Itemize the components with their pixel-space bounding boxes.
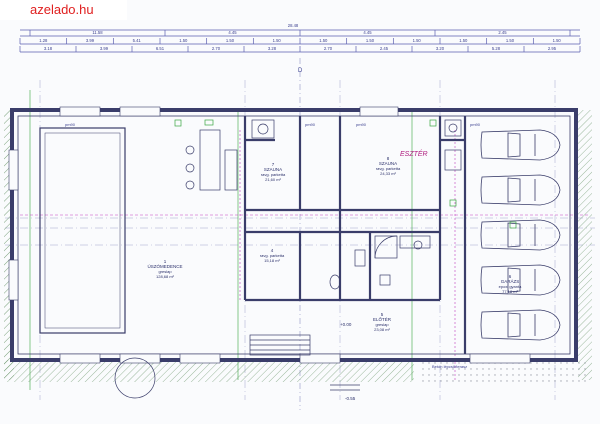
outer-walls bbox=[10, 108, 578, 362]
car-1 bbox=[480, 129, 561, 161]
room-garage-sub: epoxi gyanta bbox=[499, 284, 522, 289]
room-foyer: 5 ELŐTÉR greslap 23,08 m² bbox=[373, 312, 392, 332]
dim-row1-2: 4.45 bbox=[363, 30, 372, 35]
dim-row2-1: 3.99 bbox=[86, 38, 95, 43]
dimension-texts: 28.48 11.58 4.45 4.45 2.45 1.28 3.99 5.41 1.50… bbox=[39, 23, 561, 51]
dim-row3-5: 2.70 bbox=[324, 46, 333, 51]
room-sauna8-area: 24,33 m² bbox=[380, 171, 396, 176]
room-4: 4 ravg. parketta 15,18 m² bbox=[260, 248, 285, 263]
dim-row3-6: 2.45 bbox=[380, 46, 389, 51]
dim-row2-2: 5.41 bbox=[133, 38, 142, 43]
room-4-num: 4 bbox=[271, 248, 274, 253]
dim-row2-8: 1.50 bbox=[413, 38, 422, 43]
interior-walls bbox=[243, 116, 467, 354]
dim-row3-9: 2.95 bbox=[548, 46, 557, 51]
room-pool-sub: greslap bbox=[158, 269, 172, 274]
hatch-left bbox=[4, 110, 14, 380]
room-sauna7-sub: ravg. parketta bbox=[261, 172, 286, 177]
watermark: azelado.hu bbox=[0, 0, 127, 20]
dim-row2-4: 1.50 bbox=[226, 38, 235, 43]
dim-row2-10: 1.50 bbox=[506, 38, 515, 43]
dim-row2-9: 1.50 bbox=[459, 38, 468, 43]
room-garage-area: 77,18 m² bbox=[502, 289, 518, 294]
dim-row2-11: 1.50 bbox=[553, 38, 562, 43]
room-4-area: 15,18 m² bbox=[264, 258, 280, 263]
room-garage: 6 GARÁZS epoxi gyanta 77,18 m² bbox=[499, 274, 522, 294]
room-foyer-name: ELŐTÉR bbox=[373, 316, 392, 322]
hatch-right bbox=[578, 110, 592, 380]
dim-row3-4: 3.28 bbox=[268, 46, 277, 51]
bottom-note: Beton lépcső/terasz bbox=[432, 364, 467, 369]
room-sauna8-sub: ravg. parketta bbox=[376, 166, 401, 171]
dim-overall: 28.48 bbox=[288, 23, 299, 28]
level-outside: -0.55 bbox=[345, 396, 356, 401]
door-tag-pool: pm90 bbox=[65, 122, 76, 127]
dim-row3-3: 2.70 bbox=[212, 46, 221, 51]
dim-row1-0: 11.58 bbox=[92, 30, 103, 35]
room-sauna7-name: SZAUNA bbox=[264, 167, 282, 172]
room-4-sub: ravg. parketta bbox=[260, 253, 285, 258]
dim-row3-1: 3.99 bbox=[100, 46, 109, 51]
dim-row2-6: 1.50 bbox=[319, 38, 328, 43]
room-sauna8-num: 8 bbox=[387, 156, 390, 161]
room-foyer-sub: greslap bbox=[375, 322, 389, 327]
fixtures bbox=[185, 119, 462, 290]
room-sauna-7: 7 SZAUNA ravg. parketta 21,60 m² bbox=[261, 162, 286, 182]
pool bbox=[39, 127, 126, 334]
dim-row3-8: 5.28 bbox=[492, 46, 501, 51]
dim-row3-0: 3.18 bbox=[44, 46, 53, 51]
room-pool-area: 128,68 m² bbox=[156, 274, 175, 279]
car-3 bbox=[480, 219, 561, 251]
entrance-steps bbox=[114, 334, 360, 399]
dim-row2-5: 1.50 bbox=[273, 38, 282, 43]
room-sauna7-area: 21,60 m² bbox=[265, 177, 281, 182]
dim-row1-3: 2.45 bbox=[498, 30, 507, 35]
car-5 bbox=[480, 309, 561, 341]
sauna-handwriting: ESZTÉR bbox=[400, 149, 428, 158]
room-garage-num: 6 bbox=[509, 274, 512, 279]
room-foyer-area: 23,08 m² bbox=[374, 327, 390, 332]
door-tag-corridor: pm90 bbox=[305, 122, 316, 127]
axis-lines bbox=[5, 80, 595, 400]
level-entry: +0.00 bbox=[340, 322, 352, 327]
dim-row2-0: 1.28 bbox=[39, 38, 48, 43]
room-pool-num: 1 bbox=[164, 259, 167, 264]
hatch-bottom bbox=[4, 360, 414, 382]
room-sauna-8: 8 SZAUNA ravg. parketta 24,33 m² bbox=[376, 156, 401, 176]
door-tag-sauna: pm90 bbox=[356, 122, 367, 127]
room-sauna7-num: 7 bbox=[272, 162, 275, 167]
dim-row2-3: 1.50 bbox=[179, 38, 188, 43]
car-2 bbox=[480, 174, 561, 206]
room-pool: 1 ÚSZÓMEDENCE greslap 128,68 m² bbox=[147, 259, 182, 279]
garage-cars bbox=[480, 129, 561, 341]
section-mark: D bbox=[298, 68, 303, 74]
car-4 bbox=[480, 264, 561, 296]
room-sauna8-name: SZAUNA bbox=[379, 161, 397, 166]
dim-row1-1: 4.45 bbox=[228, 30, 237, 35]
dim-row2-7: 1.50 bbox=[366, 38, 375, 43]
dim-row3-7: 3.20 bbox=[436, 46, 445, 51]
door-tags: pm90 pm90 pm90 pm90 bbox=[65, 122, 481, 127]
dimension-chains bbox=[19, 29, 581, 53]
room-pool-name: ÚSZÓMEDENCE bbox=[147, 263, 182, 269]
room-labels: 1 ÚSZÓMEDENCE greslap 128,68 m² 7 SZAUNA… bbox=[147, 156, 522, 332]
door-tag-garage: pm90 bbox=[470, 122, 481, 127]
dim-row3-2: 6.51 bbox=[156, 46, 165, 51]
room-garage-name: GARÁZS bbox=[501, 278, 520, 284]
room-foyer-num: 5 bbox=[381, 312, 384, 317]
